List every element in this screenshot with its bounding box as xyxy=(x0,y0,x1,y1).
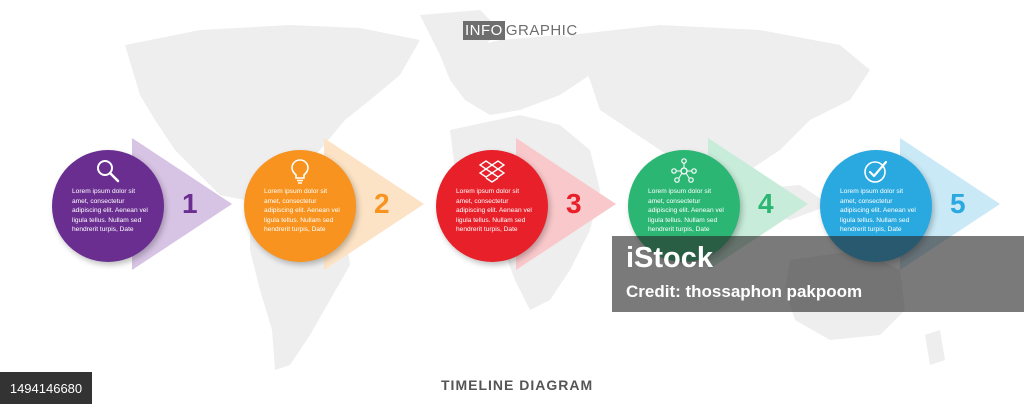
magnifier-icon xyxy=(97,160,120,183)
step-description: Lorem ipsum dolor sit amet, consectetur … xyxy=(72,188,148,234)
step-number: 5 xyxy=(950,188,966,219)
step-description: Lorem ipsum dolor sit amet, consectetur … xyxy=(840,188,916,234)
title-highlight: INFO xyxy=(463,20,505,40)
step-circle xyxy=(436,150,548,262)
step-number: 2 xyxy=(374,188,390,219)
diagram-caption: TIMELINE DIAGRAM xyxy=(441,377,594,393)
step-number: 4 xyxy=(758,188,774,219)
step-number: 1 xyxy=(182,188,198,219)
image-id-tag: 1494146680 xyxy=(0,372,92,404)
network-icon xyxy=(671,158,697,183)
step-description: Lorem ipsum dolor sit amet, consectetur … xyxy=(648,188,724,234)
timeline-step-1: Lorem ipsum dolor sit amet, consectetur … xyxy=(52,138,232,270)
step-circle xyxy=(52,150,164,262)
step-arrow xyxy=(324,138,424,270)
istock-watermark: iStock Credit: thossaphon pakpoom xyxy=(612,236,1024,312)
infographic-title: INFO GRAPHIC xyxy=(463,20,578,40)
step-description: Lorem ipsum dolor sit amet, consectetur … xyxy=(456,188,532,234)
lightbulb-icon xyxy=(291,159,309,184)
step-arrow xyxy=(516,138,616,270)
timeline-step-3: Lorem ipsum dolor sit amet, consectetur … xyxy=(436,138,616,270)
title-rest: GRAPHIC xyxy=(505,21,578,39)
istock-logo: iStock xyxy=(626,242,714,274)
timeline-step-2: Lorem ipsum dolor sit amet, consectetur … xyxy=(244,138,424,270)
step-number: 3 xyxy=(566,188,582,219)
checkmark-icon xyxy=(864,160,888,183)
boxes-icon xyxy=(479,160,505,183)
step-circle xyxy=(244,150,356,262)
step-description: Lorem ipsum dolor sit amet, consectetur … xyxy=(264,188,340,234)
step-arrow xyxy=(132,138,232,270)
photo-credit: Credit: thossaphon pakpoom xyxy=(626,282,863,301)
